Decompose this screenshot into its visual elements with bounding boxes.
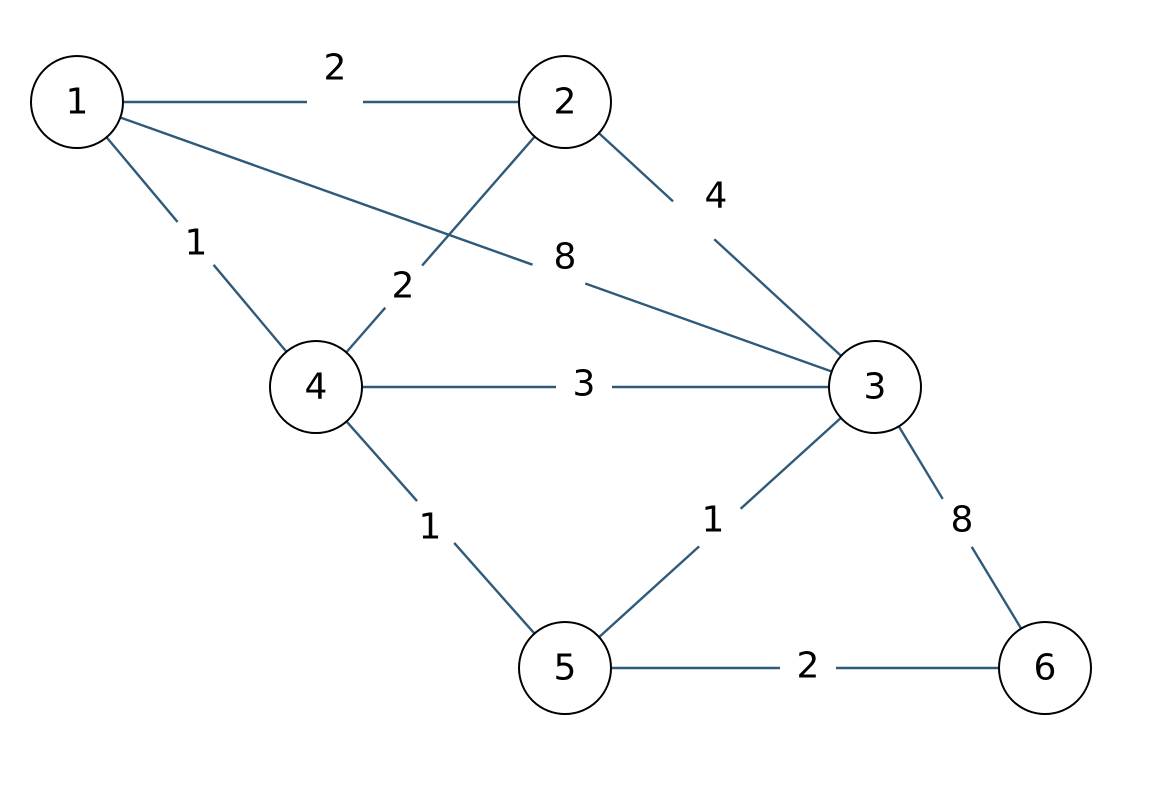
node-1-label: 1	[66, 82, 89, 123]
node-4: 4	[269, 340, 363, 434]
edge-weight-3-6: 8	[951, 500, 974, 541]
edge-weight-5-6: 2	[797, 646, 820, 687]
edge-1-4-segment-b	[212, 264, 288, 353]
edge-3-5-segment-a	[739, 417, 842, 510]
edge-weight-1-4: 1	[185, 223, 208, 264]
node-4-label: 4	[305, 367, 328, 408]
edge-1-4-segment-a	[105, 136, 179, 223]
edge-2-3-segment-b	[713, 238, 842, 357]
node-2: 2	[518, 55, 612, 149]
edge-2-4-segment-b	[345, 306, 387, 354]
edge-weight-4-5: 1	[419, 507, 442, 548]
edge-1-3-segment-b	[584, 282, 833, 373]
edge-3-6-segment-a	[897, 425, 944, 500]
nodes-layer: 1 2 3 4 5 6	[30, 55, 1092, 715]
node-3: 3	[828, 340, 922, 434]
edge-4-5-segment-a	[345, 420, 418, 502]
edge-3-6-segment-b	[970, 546, 1023, 630]
edge-labels-layer: 2 1 8 2 4 3 1 1 8 2	[185, 48, 974, 687]
node-5: 5	[518, 621, 612, 715]
node-2-label: 2	[554, 82, 577, 123]
node-5-circle	[518, 621, 612, 715]
node-3-circle	[828, 340, 922, 434]
node-1: 1	[30, 55, 124, 149]
edge-2-4-segment-a	[421, 135, 536, 267]
edge-4-5-segment-b	[453, 542, 536, 635]
node-4-circle	[269, 340, 363, 434]
edge-weight-3-5: 1	[702, 500, 725, 541]
node-6: 6	[998, 621, 1092, 715]
node-5-label: 5	[554, 648, 577, 689]
node-3-label: 3	[864, 367, 887, 408]
edges-layer	[105, 100, 1023, 670]
node-6-circle	[998, 621, 1092, 715]
edge-weight-1-3: 8	[554, 237, 577, 278]
edge-weight-2-3: 4	[705, 176, 728, 217]
edge-weight-4-3: 3	[573, 364, 596, 405]
edge-3-5-segment-b	[598, 545, 700, 638]
node-6-label: 6	[1034, 648, 1057, 689]
edge-1-3-segment-a	[119, 116, 533, 266]
edge-weight-2-4: 2	[392, 266, 415, 307]
edge-2-3-segment-a	[598, 132, 674, 203]
edge-weight-1-2: 2	[324, 48, 347, 89]
node-1-circle	[30, 55, 124, 149]
node-2-circle	[518, 55, 612, 149]
